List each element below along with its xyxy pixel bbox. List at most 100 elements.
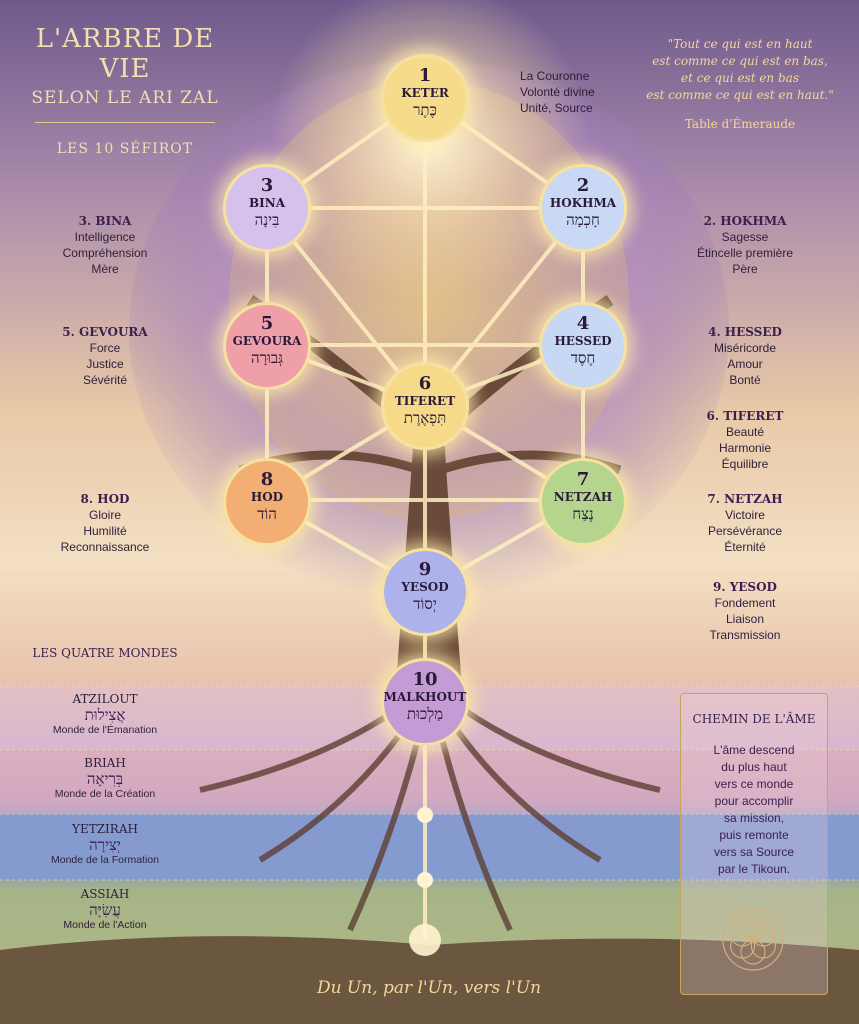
sefira-keter: 1 KETER כֶּתֶר (381, 54, 469, 142)
sefira-hebrew: הוֹד (257, 505, 277, 523)
sefira-number: 5 (260, 313, 274, 334)
sefira-hebrew: חֶסֶד (570, 349, 596, 367)
keter-desc-line: Volonté divine (520, 85, 595, 99)
label-line: Beauté (725, 425, 765, 439)
world-name: ATZILOUT (72, 692, 138, 706)
soul-path-line: puis remonte (719, 828, 789, 842)
label-line: Sagesse (721, 230, 769, 244)
sefira-hebrew: כֶּתֶר (413, 101, 437, 119)
sefira-number: 10 (412, 669, 438, 690)
sefira-name: YESOD (401, 580, 449, 594)
label-line: Équilibre (721, 457, 769, 471)
soul-path-line: par le Tikoun. (717, 862, 791, 876)
sefira-name: GEVOURA (232, 334, 302, 348)
label-line: Harmonie (718, 441, 772, 455)
worlds-title: LES QUATRE MONDES (32, 646, 178, 660)
sefira-name: NETZAH (553, 490, 613, 504)
soul-path-line: vers ce monde (714, 777, 794, 791)
sefira-bina: 3 BINA בִּינָה (223, 164, 311, 252)
world-desc: Monde de l'Émanation (52, 724, 158, 736)
quote-source: Table d'Émeraude (684, 117, 796, 131)
world-hebrew: בְּרִיאָה (86, 770, 124, 788)
world-name: YETZIRAH (72, 822, 138, 836)
sefira-malkhout: 10 MALKHOUT מַלְכוּת (381, 658, 469, 746)
sefira-name: KETER (401, 86, 449, 100)
sefira-hebrew: תִּפְאֶרֶת (403, 409, 447, 427)
sefira-hebrew: גְּבוּרָה (250, 349, 283, 367)
soul-path-line: vers sa Source (713, 845, 795, 859)
sefira-name: HOKHMA (549, 196, 617, 210)
sefira-number: 4 (576, 313, 590, 334)
world-desc: Monde de la Création (54, 788, 156, 800)
world-desc: Monde de la Formation (51, 854, 159, 866)
soul-path-panel: CHEMIN DE L'ÂME L'âme descend du plus ha… (680, 693, 828, 995)
quote-block: "Tout ce qui est en haut est comme ce qu… (635, 36, 845, 133)
sefira-hebrew: מַלְכוּת (406, 705, 444, 723)
quote-line: et ce qui est en bas (681, 71, 799, 85)
label-heading: 5. GEVOURA (62, 325, 148, 339)
sefira-hebrew: בִּינָה (254, 211, 280, 229)
sefira-tiferet: 6 TIFERET תִּפְאֶרֶת (381, 362, 469, 450)
label-line: Sévérité (82, 373, 128, 387)
subtitle: LES 10 SÉFIROT (56, 141, 194, 157)
title-block: L'ARBRE DE VIE SELON LE ARI ZAL LES 10 S… (20, 24, 230, 157)
quote-line: est comme ce qui est en bas, (652, 54, 828, 68)
label-yesod: 9. YESOD Fondement Liaison Transmission (680, 579, 810, 643)
label-netzah: 7. NETZAH Victoire Persévérance Éternité (680, 491, 810, 555)
footer-motto: Du Un, par l'Un, vers l'Un (316, 978, 542, 998)
label-line: Justice (86, 357, 124, 371)
sefira-number: 9 (418, 559, 432, 580)
sefira-number: 7 (576, 469, 590, 490)
world-assiah: ASSIAH עֲשִׂיָּה Monde de l'Action (20, 887, 190, 931)
soul-path-line: L'âme descend (713, 743, 795, 757)
label-line: Bonté (729, 373, 761, 387)
sefira-gevoura: 5 GEVOURA גְּבוּרָה (223, 302, 311, 390)
label-line: Éternité (724, 540, 766, 554)
label-line: Miséricorde (713, 341, 776, 355)
label-heading: 8. HOD (80, 492, 130, 506)
label-line: Gloire (88, 508, 121, 522)
soul-path-title: CHEMIN DE L'ÂME (692, 712, 816, 726)
soul-path-line: du plus haut (721, 760, 787, 774)
sefira-number: 8 (260, 469, 274, 490)
label-heading: 4. HESSED (708, 325, 782, 339)
label-line: Amour (727, 357, 763, 371)
sefira-hebrew: יְסוֹד (413, 595, 437, 613)
title-divider (35, 122, 215, 123)
title-line2: SELON LE ARI ZAL (31, 88, 219, 108)
label-heading: 6. TIFERET (706, 409, 784, 423)
world-hebrew: יְצִירָה (89, 836, 121, 854)
label-line: Reconnaissance (60, 540, 150, 554)
label-hod: 8. HOD Gloire Humilité Reconnaissance (35, 491, 175, 555)
label-line: Fondement (714, 596, 776, 610)
sefira-hebrew: חָכְמָה (566, 211, 600, 229)
world-atzilout: ATZILOUT אֲצִילוּת Monde de l'Émanation (20, 692, 190, 736)
world-hebrew: עֲשִׂיָּה (89, 901, 121, 919)
label-line: Intelligence (74, 230, 136, 244)
sefira-name: HESSED (554, 334, 612, 348)
sefira-netzah: 7 NETZAH נֶצַח (539, 458, 627, 546)
sefira-name: TIFERET (394, 394, 456, 408)
label-line: Mère (91, 262, 119, 276)
quote-line: est comme ce qui est en haut." (646, 88, 834, 102)
label-hessed: 4. HESSED Miséricorde Amour Bonté (680, 324, 810, 388)
label-line: Persévérance (707, 524, 783, 538)
sefira-hebrew: נֶצַח (572, 505, 594, 523)
quote-line: "Tout ce qui est en haut (667, 37, 813, 51)
keter-desc-line: La Couronne (520, 69, 590, 83)
label-tiferet: 6. TIFERET Beauté Harmonie Équilibre (680, 408, 810, 472)
sefira-number: 3 (260, 175, 274, 196)
world-hebrew: אֲצִילוּת (84, 706, 126, 724)
world-name: ASSIAH (80, 887, 130, 901)
sefira-hod: 8 HOD הוֹד (223, 458, 311, 546)
label-line: Liaison (725, 612, 765, 626)
label-gevoura: 5. GEVOURA Force Justice Sévérité (40, 324, 170, 388)
world-yetzirah: YETZIRAH יְצִירָה Monde de la Formation (20, 822, 190, 866)
sefira-name: BINA (248, 196, 286, 210)
keter-desc-line: Unité, Source (520, 101, 593, 115)
label-heading: 3. BINA (78, 214, 132, 228)
sefira-number: 6 (418, 373, 432, 394)
title-line1: L'ARBRE DE VIE (35, 24, 215, 84)
world-name: BRIAH (84, 756, 126, 770)
